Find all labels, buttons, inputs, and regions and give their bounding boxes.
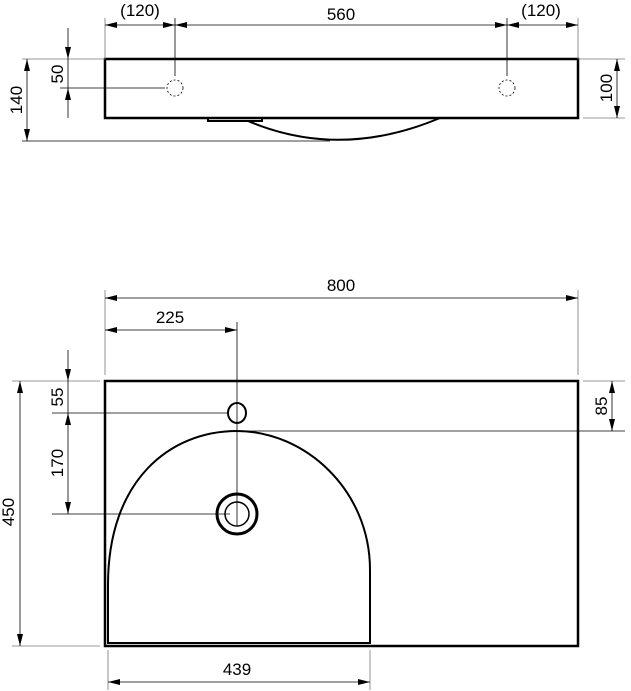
mount-hole-left xyxy=(166,79,184,97)
bowl-outline xyxy=(107,429,371,644)
bowl-bottom-curve xyxy=(247,117,441,141)
dim-tap-from-back: 55 xyxy=(48,388,67,407)
dim-hole-spacing: 560 xyxy=(327,5,355,24)
dim-left-offset: (120) xyxy=(120,1,160,20)
dim-depth: 450 xyxy=(0,498,18,526)
dim-body-height: 100 xyxy=(597,74,616,102)
dim-tap-to-drain: 170 xyxy=(48,449,67,477)
dim-hole-depth: 50 xyxy=(48,65,67,84)
side-view: (120) 560 (120) 140 50 100 xyxy=(7,1,625,142)
dim-total-height: 140 xyxy=(7,86,26,114)
dim-width: 800 xyxy=(327,276,355,295)
mount-hole-right xyxy=(498,79,516,97)
dim-tap-offset: 225 xyxy=(156,308,184,327)
basin-side-body xyxy=(103,57,580,120)
dim-right-offset: (120) xyxy=(521,1,561,20)
overflow-bracket xyxy=(207,118,263,122)
basin-outline xyxy=(103,379,580,648)
dim-back-to-bowl: 85 xyxy=(592,397,611,416)
dim-bowl-width: 439 xyxy=(223,660,251,679)
plan-view: 800 225 55 170 450 85 439 xyxy=(0,276,625,690)
